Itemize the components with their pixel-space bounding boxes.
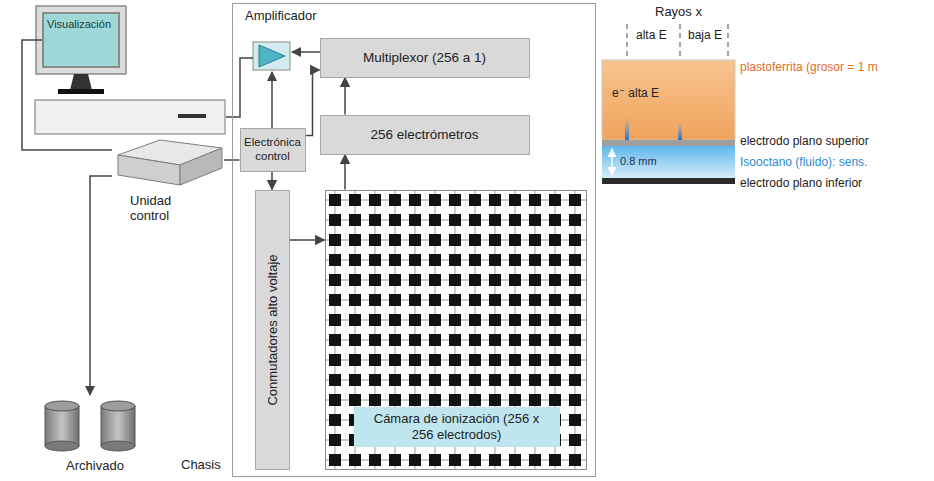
process-box: Conmutadores alto voltaje — [255, 190, 290, 470]
annotation-label: Rayos x — [655, 4, 702, 19]
annotation-label: plastoferrita (grosor = 1 m — [740, 60, 878, 74]
signal-wire — [271, 72, 273, 128]
amplifier-symbol — [253, 42, 290, 70]
node-label: Unidad control — [130, 194, 200, 224]
process-box: Multiplexor (256 a 1) — [320, 38, 530, 78]
control-unit-box — [118, 140, 222, 185]
node-label: Multiplexor (256 a 1) — [363, 50, 486, 65]
connector-arrow — [306, 70, 320, 136]
node-label: Electrónica control — [243, 136, 303, 162]
process-box: Electrónica control — [240, 128, 306, 172]
electrode-plate — [602, 178, 735, 184]
signal-wire — [226, 58, 253, 117]
connector-arrow — [90, 176, 112, 395]
amplifier-symbol — [253, 42, 290, 70]
isooctane-fluid — [602, 146, 735, 178]
storage-cylinder — [45, 406, 79, 446]
plastoferrite-layer — [678, 122, 682, 140]
storage-cylinder — [45, 401, 135, 451]
node-label: Amplificador — [245, 8, 317, 23]
annotation-label: 0.8 mm — [620, 155, 657, 167]
electrode-plate — [602, 140, 735, 184]
annotation-label: e⁻ alta E — [612, 86, 659, 100]
storage-cylinder — [101, 406, 135, 446]
node-heading: Chasis — [181, 457, 221, 472]
node-label: Cámara de ionización (256 x 256 electrod… — [354, 407, 560, 446]
node-label: Visualización — [47, 18, 115, 30]
connector-arrow — [344, 78, 346, 115]
electrode-grid — [326, 191, 586, 469]
annotation-label: alta E — [636, 28, 667, 42]
plastoferrite-layer — [625, 118, 629, 140]
electrode-grid — [326, 191, 586, 469]
node-label: Archivado — [40, 458, 150, 473]
display-screen: Visualización — [42, 12, 120, 68]
annotation-label: baja E — [688, 28, 722, 42]
annotation-label: electrodo plano superior — [740, 134, 869, 148]
storage-cylinder — [101, 441, 135, 451]
computer-case — [178, 114, 206, 118]
monitor-frame — [36, 6, 126, 74]
node-label: 256 electrómetros — [370, 127, 478, 142]
amplifier-symbol — [259, 45, 285, 67]
isooctane-fluid — [611, 149, 613, 175]
process-box: 256 electrómetros — [320, 115, 530, 155]
computer-case — [35, 100, 225, 134]
storage-cylinder — [101, 401, 135, 411]
x-ray-beam — [627, 24, 728, 60]
plastoferrite-layer — [602, 60, 735, 140]
annotation-label: Isooctano (fluido): sens. — [740, 155, 867, 169]
control-unit: Unidad control — [112, 136, 224, 226]
connector-arrow — [290, 239, 325, 241]
chassis-housing: AmplificadorChasisMultiplexor (256 a 1)2… — [232, 3, 596, 477]
node-label: Conmutadores alto voltaje — [265, 254, 280, 405]
connector-arrow — [271, 172, 273, 190]
ionization-chamber: Cámara de ionización (256 x 256 electrod… — [325, 190, 587, 470]
monitor-frame — [70, 74, 92, 90]
isooctane-fluid — [602, 146, 735, 178]
connector-arrow — [344, 155, 346, 190]
monitor-frame — [58, 89, 104, 94]
x-ray-beam — [679, 24, 680, 60]
x-ray-beam — [727, 24, 728, 60]
plastoferrite-layer — [602, 60, 735, 140]
annotation-label: electrodo plano inferior — [740, 176, 862, 190]
electrode-plate — [602, 140, 735, 146]
computer-case — [35, 100, 225, 134]
control-unit-box — [118, 155, 180, 185]
storage-cylinder — [45, 401, 79, 411]
monitor-frame — [36, 6, 126, 94]
x-ray-beam — [626, 24, 627, 60]
control-unit-box — [180, 148, 222, 185]
storage-cylinder — [45, 441, 79, 451]
signal-wire — [292, 51, 320, 53]
signal-wire — [226, 52, 320, 128]
archive-storage: Archivado — [40, 395, 150, 475]
